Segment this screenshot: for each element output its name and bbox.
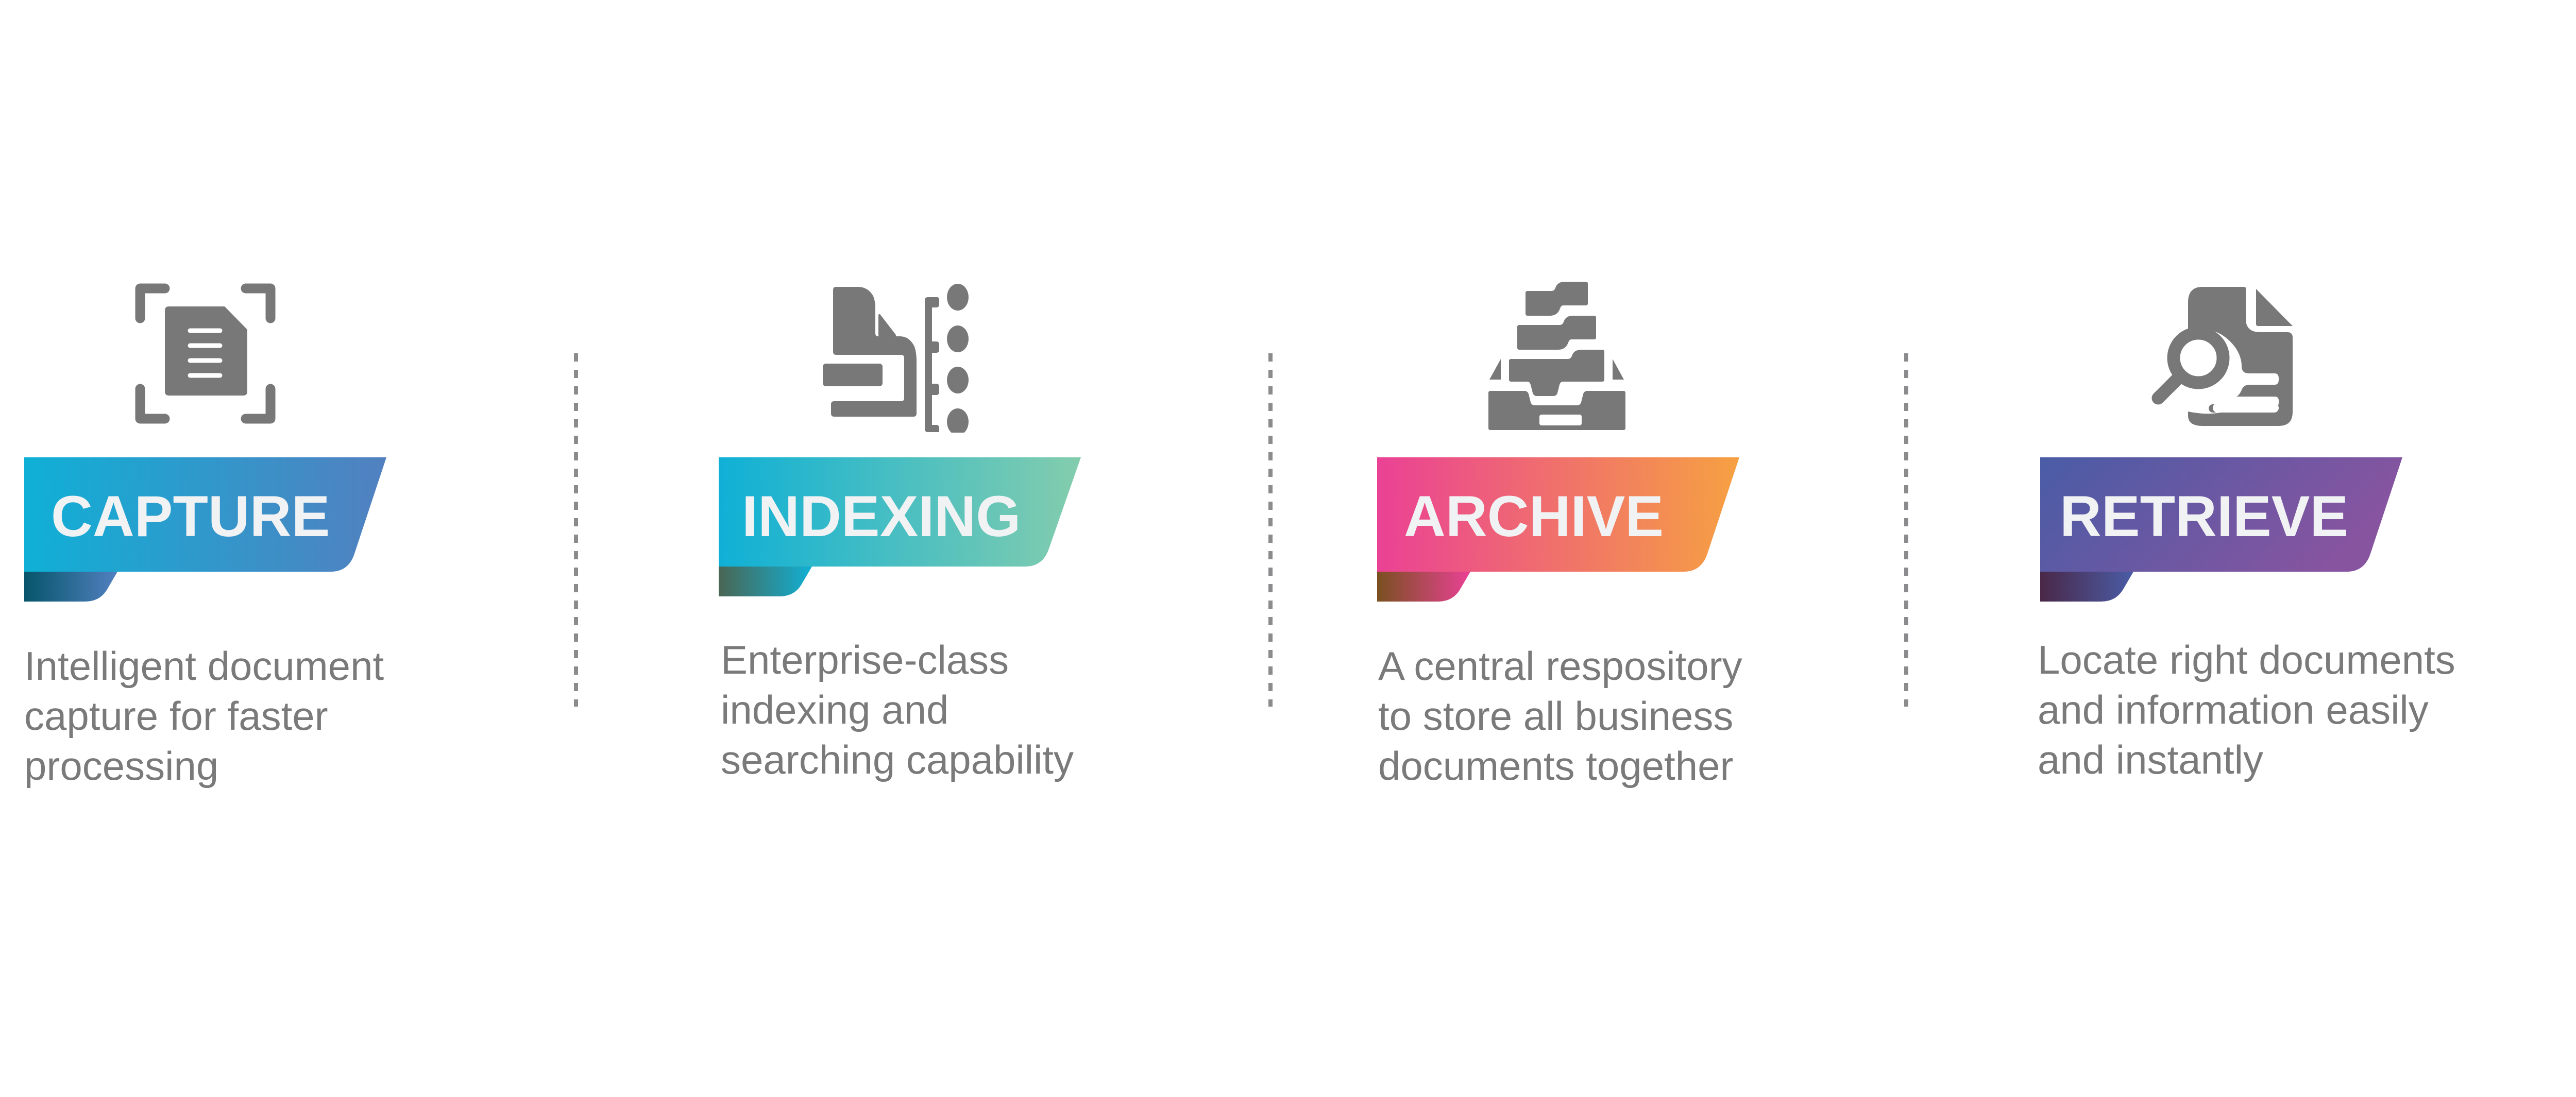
step-capture: CAPTURE Intelligent document capture for… — [24, 0, 539, 1097]
step-indexing: INDEXING Enterprise-class indexing and s… — [719, 0, 1234, 1097]
retrieve-ribbon: RETRIEVE — [2040, 457, 2406, 603]
archive-ribbon: ARCHIVE — [1377, 457, 1743, 603]
description-line: capture for faster — [24, 693, 328, 739]
archive-drawer-icon — [1486, 281, 1636, 430]
description-line: and instantly — [2038, 737, 2263, 782]
description-line: indexing and — [721, 687, 949, 732]
description-line: Enterprise-class — [721, 637, 1009, 682]
description-line: Intelligent document — [24, 643, 384, 689]
description-line: processing — [24, 743, 219, 789]
dashed-divider — [574, 353, 578, 707]
step-archive: ARCHIVE A central respository to store a… — [1377, 0, 1892, 1097]
step-description: Locate right documents and information e… — [2038, 635, 2455, 785]
description-line: A central respository — [1378, 643, 1742, 689]
document-scan-icon — [135, 283, 276, 424]
step-description: A central respository to store all busin… — [1378, 641, 1742, 791]
indexing-ribbon: INDEXING — [719, 457, 1084, 603]
step-label: ARCHIVE — [1404, 484, 1664, 548]
step-label: RETRIEVE — [2060, 484, 2349, 548]
dashed-divider — [1268, 353, 1273, 707]
description-line: and information easily — [2038, 687, 2429, 732]
capture-ribbon: CAPTURE — [24, 457, 390, 603]
dashed-divider — [1904, 353, 1908, 707]
description-line: to store all business — [1378, 693, 1734, 739]
step-label: CAPTURE — [51, 484, 330, 548]
description-line: searching capability — [721, 737, 1074, 782]
step-retrieve: RETRIEVE Locate right documents and info… — [2038, 0, 2555, 1097]
document-search-icon — [2151, 281, 2298, 427]
step-description: Enterprise-class indexing and searching … — [721, 635, 1074, 785]
description-line: documents together — [1378, 743, 1734, 789]
description-line: Locate right documents — [2038, 637, 2455, 682]
step-description: Intelligent document capture for faster … — [24, 641, 384, 791]
step-label: INDEXING — [742, 484, 1021, 548]
document-index-tree-icon — [822, 276, 981, 433]
